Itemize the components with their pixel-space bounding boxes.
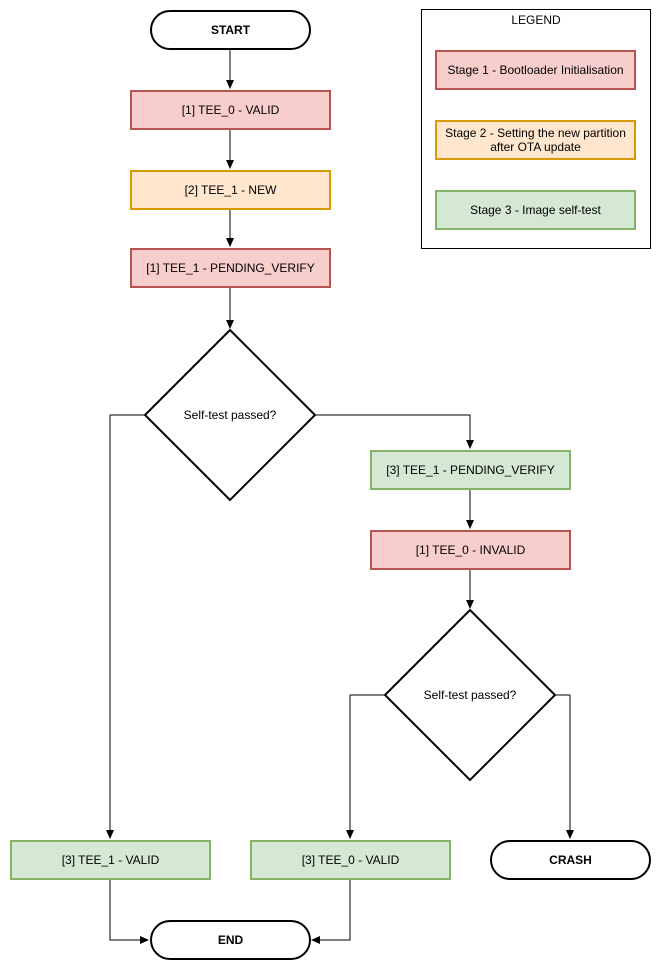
step-tee0-valid-final: [3] TEE_0 - VALID xyxy=(250,840,451,880)
decision2-diamond xyxy=(383,608,557,782)
arrow-decision1-no xyxy=(315,414,474,449)
step-tee1-valid: [3] TEE_1 - VALID xyxy=(10,840,211,880)
legend-stage1: Stage 1 - Bootloader Initialisation xyxy=(435,50,636,90)
arrow-decision2-yes xyxy=(346,694,385,839)
step-tee1-new: [2] TEE_1 - NEW xyxy=(130,170,331,210)
legend-title: LEGEND xyxy=(511,13,561,27)
arrow-decision2-no xyxy=(555,694,574,839)
step-tee0-valid: [1] TEE_0 - VALID xyxy=(130,90,331,130)
decision1-label: Self-test passed? xyxy=(183,408,277,422)
step-tee1-pending-verify-selftest: [3] TEE_1 - PENDING_VERIFY xyxy=(370,450,571,490)
step-tee1-pending-verify: [1] TEE_1 - PENDING_VERIFY xyxy=(130,248,331,288)
decision1-diamond xyxy=(143,328,317,502)
crash-terminal: CRASH xyxy=(490,840,651,880)
arrow-step6-end xyxy=(109,880,149,944)
legend-stage2: Stage 2 - Setting the new partition afte… xyxy=(435,120,636,160)
end-terminal: END xyxy=(150,920,311,960)
arrow-step7-end xyxy=(311,880,351,944)
legend-stage3: Stage 3 - Image self-test xyxy=(435,190,636,230)
decision2-label: Self-test passed? xyxy=(423,688,517,702)
start-terminal: START xyxy=(150,10,311,50)
arrow-decision1-yes xyxy=(106,414,145,839)
step-tee0-invalid: [1] TEE_0 - INVALID xyxy=(370,530,571,570)
